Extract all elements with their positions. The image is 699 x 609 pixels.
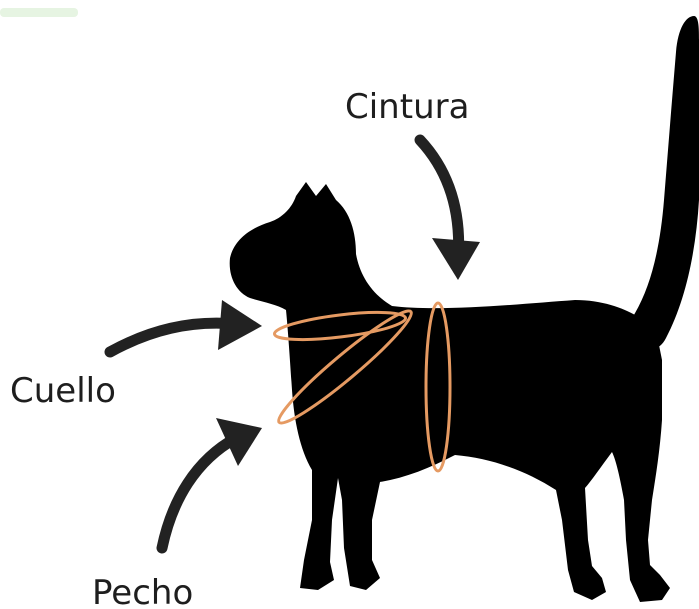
corner-tab bbox=[0, 8, 78, 17]
chest-arrow-icon bbox=[162, 418, 262, 548]
waist-label: Cintura bbox=[345, 87, 469, 127]
neck-arrow-icon bbox=[110, 300, 262, 352]
neck-label: Cuello bbox=[10, 371, 116, 411]
chest-label: Pecho bbox=[92, 573, 193, 609]
waist-arrow-icon bbox=[420, 140, 480, 280]
